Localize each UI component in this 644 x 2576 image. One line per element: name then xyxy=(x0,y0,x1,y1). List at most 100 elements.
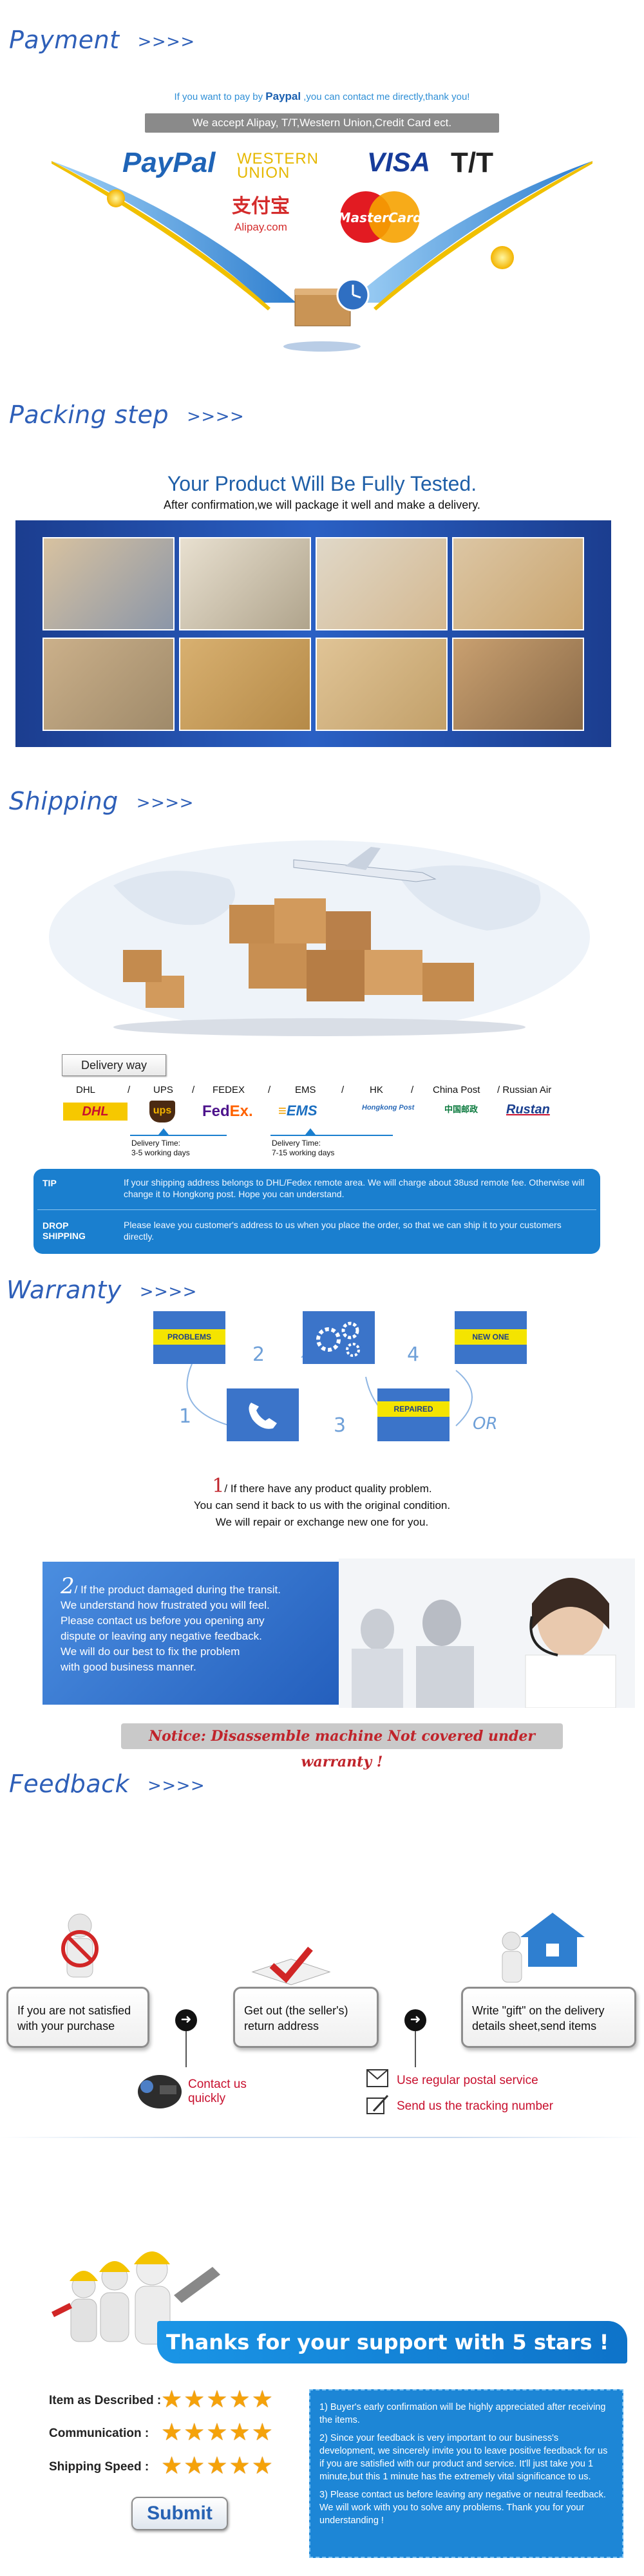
repaired-card: REPAIRED xyxy=(377,1388,450,1441)
warranty-notice: Notice: Disassemble machine Not covered … xyxy=(121,1723,563,1770)
connector-line xyxy=(185,2031,187,2067)
star-icon[interactable]: ★ xyxy=(184,2452,207,2479)
star-rating-communication[interactable]: ★★★★★ xyxy=(161,2420,274,2445)
china-post-logo: 中国邮政 xyxy=(444,1104,478,1114)
packing-photo xyxy=(316,638,448,731)
star-icon[interactable]: ★ xyxy=(251,2386,274,2412)
step-number: 4 xyxy=(407,1343,420,1366)
shipping-illustration xyxy=(49,840,590,1036)
star-icon[interactable]: ★ xyxy=(206,2419,229,2445)
mail-icon xyxy=(366,2069,388,2087)
thanks-banner: Thanks for your support with 5 stars ! xyxy=(157,2321,627,2363)
timeline-line xyxy=(130,1135,227,1136)
packing-photo xyxy=(452,638,584,731)
screwdriver-icon xyxy=(52,2303,72,2317)
hammer-icon xyxy=(174,2267,220,2303)
packing-photo xyxy=(43,638,175,731)
carrier-label-fedex: FEDEX xyxy=(213,1084,245,1095)
gear-card xyxy=(303,1311,375,1364)
headset-icon xyxy=(529,1616,558,1656)
carrier-separator: / xyxy=(411,1084,414,1095)
star-icon[interactable]: ★ xyxy=(184,2386,207,2412)
accept-bar: We accept Alipay, T/T,Western Union,Cred… xyxy=(145,113,499,133)
star-icon[interactable]: ★ xyxy=(161,2452,184,2479)
packing-photo xyxy=(179,537,311,630)
tip-text: If your shipping address belongs to DHL/… xyxy=(124,1177,585,1199)
star-icon[interactable]: ★ xyxy=(161,2386,184,2412)
rating-label-shipping: Shipping Speed : xyxy=(49,2460,149,2474)
packing-photo xyxy=(179,638,311,731)
delivery-way-button[interactable]: Delivery way xyxy=(62,1054,166,1076)
star-icon[interactable]: ★ xyxy=(206,2386,229,2412)
star-icon[interactable]: ★ xyxy=(251,2419,274,2445)
star-icon[interactable]: ★ xyxy=(229,2386,252,2412)
carrier-label-hk: HK xyxy=(370,1084,383,1095)
phone-card xyxy=(227,1388,299,1441)
phone-icon xyxy=(249,1403,277,1429)
section-divider xyxy=(0,2137,644,2138)
warranty-point-2-box: 2/ If the product damaged during the tra… xyxy=(43,1562,339,1705)
feedback-step-3: Write "gift" on the delivery details she… xyxy=(461,1987,636,2048)
paypal-logo: PayPal xyxy=(122,147,216,178)
star-icon[interactable]: ★ xyxy=(206,2452,229,2479)
submit-button[interactable]: Submit xyxy=(131,2497,228,2530)
packing-photo xyxy=(43,537,175,630)
warranty-point-1: 1/ If there have any product quality pro… xyxy=(212,1475,432,1497)
arrow-right-icon: ➜ xyxy=(404,2009,426,2031)
star-rating-item[interactable]: ★★★★★ xyxy=(161,2387,274,2412)
carrier-label-russian-air: / Russian Air xyxy=(497,1084,552,1095)
fedex-logo: FedEx. xyxy=(202,1103,253,1120)
gold-ball-icon xyxy=(491,246,514,269)
ups-logo: ups xyxy=(149,1101,175,1122)
delivery-time-express: Delivery Time:3-5 working days xyxy=(131,1139,190,1157)
postal-service-text: Use regular postal service xyxy=(397,2074,538,2087)
star-icon[interactable]: ★ xyxy=(184,2419,207,2445)
rating-label-item: Item as Described : xyxy=(49,2394,162,2407)
house-delivery-icon xyxy=(502,1913,585,1983)
carrier-label-ems: EMS xyxy=(295,1084,316,1095)
feedback-tips-box: 1) Buyer's early confirmation will be hi… xyxy=(309,2389,623,2558)
packing-headline: Your Product Will Be Fully Tested. xyxy=(167,472,477,495)
payment-note: If you want to pay by Paypal ,you can co… xyxy=(174,90,470,102)
star-icon[interactable]: ★ xyxy=(229,2419,252,2445)
tracking-number-text: Send us the tracking number xyxy=(397,2099,553,2113)
step-number: 3 xyxy=(334,1414,346,1437)
rating-label-communication: Communication : xyxy=(49,2427,149,2440)
airplane-icon xyxy=(293,859,437,882)
warranty-title: Warranty>>>> xyxy=(6,1276,197,1304)
connector-line xyxy=(415,2031,416,2067)
feedback-step-1: If you are not satisfied with your purch… xyxy=(6,1987,149,2048)
star-icon[interactable]: ★ xyxy=(251,2452,274,2479)
shipping-tip-box: TIP If your shipping address belongs to … xyxy=(33,1169,600,1254)
shipping-title: Shipping>>>> xyxy=(9,787,194,815)
carrier-separator: / xyxy=(192,1084,195,1095)
dhl-logo: DHL xyxy=(63,1103,128,1121)
warranty-point-1-line: You can send it back to us with the orig… xyxy=(193,1499,451,1511)
mastercard-logo: MasterCard xyxy=(335,190,425,244)
step-number: 2 xyxy=(252,1343,265,1366)
star-icon[interactable]: ★ xyxy=(161,2419,184,2445)
step-number: 1 xyxy=(179,1405,192,1428)
packing-photo xyxy=(452,537,584,630)
new-one-card: NEW ONE xyxy=(455,1311,527,1364)
tip-item: 1) Buyer's early confirmation will be hi… xyxy=(319,2402,606,2425)
star-rating-shipping[interactable]: ★★★★★ xyxy=(161,2453,274,2479)
russian-air-logo: Rustan xyxy=(506,1103,550,1117)
payment-title: Payment>>>> xyxy=(9,26,195,54)
no-sign-person-icon xyxy=(61,1913,99,1978)
svg-text:MasterCard: MasterCard xyxy=(338,210,422,225)
delivery-time-post: Delivery Time:7-15 working days xyxy=(272,1139,335,1157)
ems-logo: ≡EMS xyxy=(278,1103,317,1119)
star-icon[interactable]: ★ xyxy=(229,2452,252,2479)
arrow-right-icon: ➜ xyxy=(175,2009,197,2031)
drop-shipping-text: Please leave you customer's address to u… xyxy=(124,1220,562,1242)
packing-photo-grid xyxy=(15,520,611,747)
carrier-label-dhl: DHL xyxy=(76,1084,96,1095)
problems-card: PROBLEMS xyxy=(153,1311,225,1364)
warranty-point-1-line: We will repair or exchange new one for y… xyxy=(215,1516,429,1528)
visa-logo: VISA xyxy=(367,147,431,177)
